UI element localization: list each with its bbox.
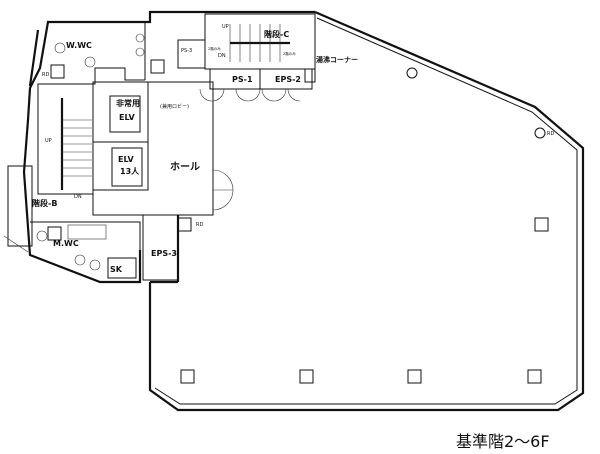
stair-c-dn: DN bbox=[218, 53, 226, 59]
stair-b-dn: DN bbox=[74, 194, 82, 200]
room-hall: ホール bbox=[170, 161, 200, 173]
lobby-note: (兼用ロビー) bbox=[160, 103, 189, 110]
rd-label: RD bbox=[196, 222, 203, 228]
note-2f-only-2: 2階のみ bbox=[283, 51, 296, 56]
room-stair-c: 階段-C bbox=[264, 29, 289, 39]
room-elv: ELV bbox=[118, 155, 134, 164]
core-walls bbox=[3, 10, 316, 284]
room-w-wc: W.WC bbox=[66, 41, 92, 50]
office-walls bbox=[148, 10, 585, 412]
room-m-wc: M.WC bbox=[53, 239, 79, 248]
room-stair-b: 階段-B bbox=[32, 198, 57, 208]
note-2f-only: 2階のみ bbox=[208, 46, 221, 51]
room-emergency-elv-2: ELV bbox=[119, 113, 135, 122]
room-eps-3: EPS-3 bbox=[151, 249, 177, 258]
floor-caption: 基準階2～6F bbox=[456, 432, 550, 451]
room-emergency-elv: 非常用 bbox=[116, 98, 140, 108]
room-kitchenette: 湯沸コーナー bbox=[316, 55, 358, 64]
room-elv-capacity: 13人 bbox=[120, 166, 140, 176]
room-ps-1: PS-1 bbox=[232, 75, 253, 84]
room-sk: SK bbox=[110, 265, 123, 274]
rd-label-2: RD bbox=[547, 131, 554, 137]
columns bbox=[47, 59, 549, 384]
room-ps-3: PS-3 bbox=[181, 48, 192, 54]
room-eps-2: EPS-2 bbox=[275, 75, 301, 84]
stair-c-up: UP bbox=[222, 24, 229, 30]
rd-label-3: RD bbox=[42, 72, 49, 78]
stair-b-up: UP bbox=[45, 138, 52, 144]
